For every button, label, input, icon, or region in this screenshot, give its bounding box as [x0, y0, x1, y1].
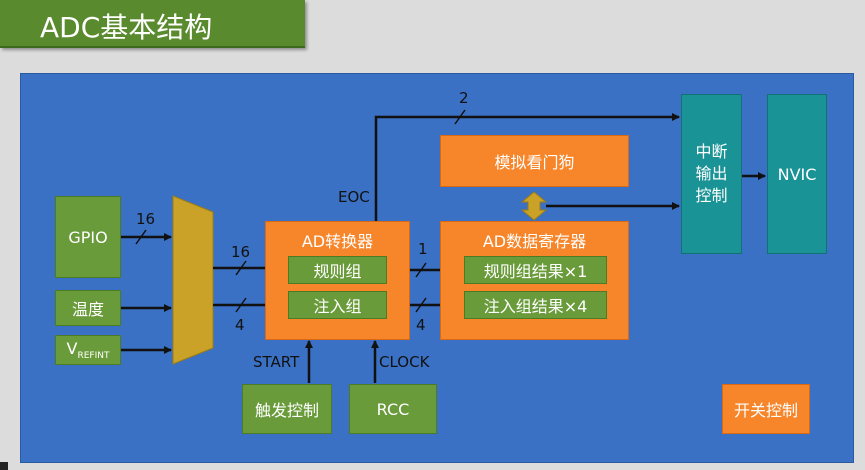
injected-group-label: 注入组 — [313, 297, 362, 316]
regular-result-label: 规则组结果×1 — [483, 262, 588, 281]
rcc-label: RCC — [376, 399, 410, 419]
regular-group-label: 规则组 — [313, 262, 362, 281]
analog-watchdog-label: 模拟看门狗 — [494, 153, 575, 172]
ad-data-register-title: AD数据寄存器 — [482, 232, 587, 251]
nvic-label: NVIC — [777, 164, 817, 184]
multiplexer — [172, 195, 214, 365]
ad-converter-title: AD转换器 — [301, 232, 374, 251]
title-bar: ADC基本结构 — [0, 0, 305, 48]
eoc-to-interrupt-arrow — [374, 113, 680, 221]
switch-control-box: 开关控制 — [722, 384, 810, 434]
temperature-box: 温度 — [55, 290, 121, 326]
bus-slash — [235, 297, 247, 313]
bus-slash — [135, 229, 147, 245]
vrefint-label: VREFINT — [66, 338, 110, 362]
regular-result-box: 规则组结果×1 — [464, 256, 607, 284]
trigger-control-box: 触发控制 — [242, 384, 332, 434]
start-label: START — [253, 353, 300, 371]
temperature-label: 温度 — [71, 300, 104, 319]
bus-slash — [235, 260, 247, 276]
ad-data-register-box: AD数据寄存器 — [440, 221, 629, 340]
bus-slash — [415, 262, 427, 278]
vrefint-box: VREFINT — [55, 335, 121, 365]
bus-slash — [415, 297, 427, 313]
eoc-label: EOC — [338, 188, 370, 206]
trigger-control-label: 触发控制 — [254, 401, 319, 420]
bus-width-regular-label: 16 — [231, 243, 251, 261]
clock-label: CLOCK — [379, 353, 430, 371]
nvic-box: NVIC — [767, 94, 827, 254]
gpio-label: GPIO — [68, 227, 108, 247]
bus-width-injected-result-label: 4 — [416, 316, 426, 334]
injected-group-box: 注入组 — [288, 291, 387, 319]
bus-width-gpio-label: 16 — [136, 210, 156, 228]
gpio-box: GPIO — [55, 196, 121, 278]
rcc-box: RCC — [349, 384, 437, 434]
bus-width-regular-result-label: 1 — [418, 240, 428, 258]
bus-width-injected-label: 4 — [235, 316, 245, 334]
injected-result-box: 注入组结果×4 — [464, 291, 607, 319]
page-title: ADC基本结构 — [40, 11, 213, 44]
interrupt-output-control-box: 中断 输出 控制 — [681, 94, 742, 254]
bus-width-eoc-label: 2 — [459, 89, 469, 107]
regular-group-box: 规则组 — [288, 256, 387, 284]
corner-mark — [0, 462, 8, 470]
interrupt-output-control-label: 中断 输出 控制 — [695, 142, 728, 205]
bus-slash — [454, 109, 466, 125]
switch-control-label: 开关控制 — [733, 401, 798, 420]
injected-result-label: 注入组结果×4 — [483, 297, 588, 316]
analog-watchdog-box: 模拟看门狗 — [440, 135, 629, 187]
watchdog-register-double-arrow — [520, 191, 548, 221]
